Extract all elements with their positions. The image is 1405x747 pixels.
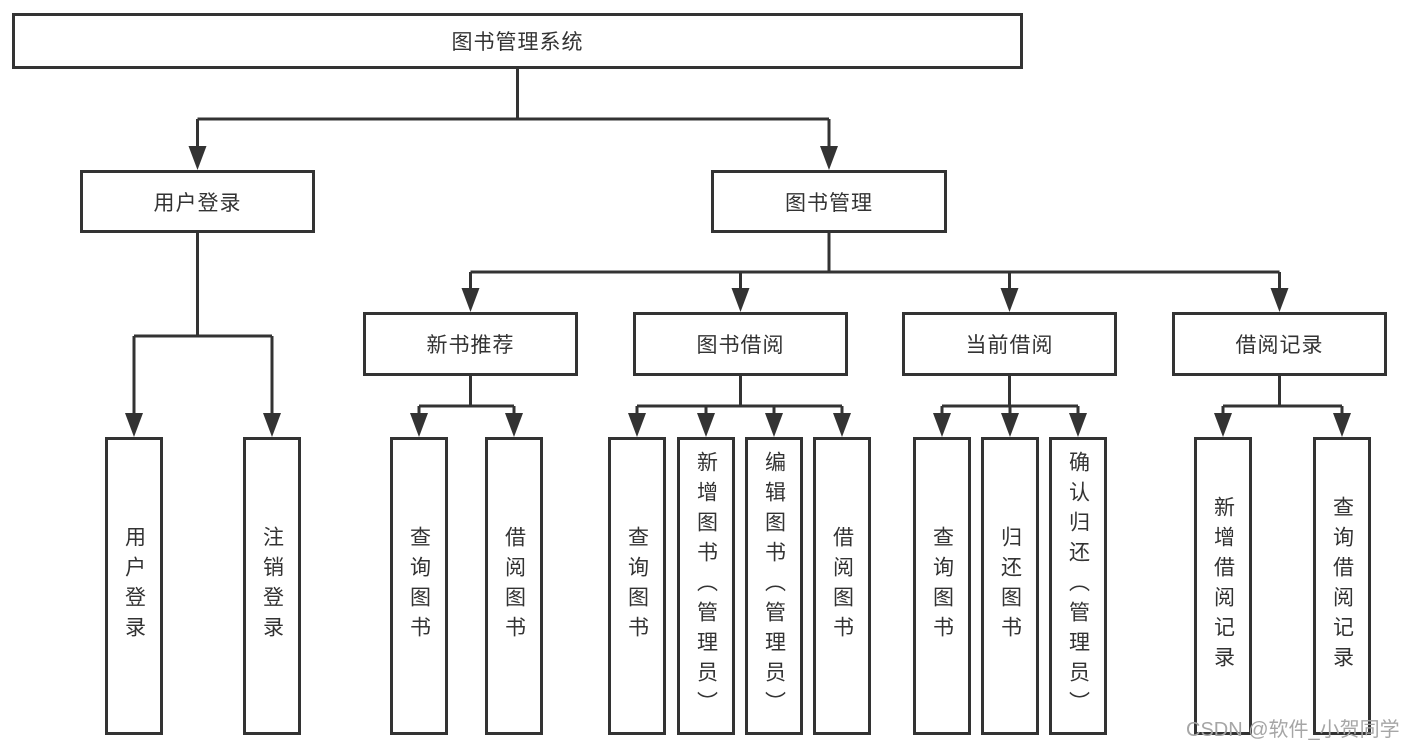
leaf-query-books-borrow: 查询图书 (608, 437, 666, 735)
leaf-add-book-admin-label: 新增图书（管理员） (694, 451, 718, 721)
leaf-query-books-borrow-label: 查询图书 (625, 526, 649, 646)
leaf-user-login-label: 用户登录 (122, 526, 146, 646)
leaf-add-borrow-record: 新增借阅记录 (1194, 437, 1252, 735)
leaf-user-login: 用户登录 (105, 437, 163, 735)
node-borrow-records: 借阅记录 (1172, 312, 1387, 376)
leaf-edit-book-admin-label: 编辑图书（管理员） (762, 451, 786, 721)
leaf-return-book-label: 归还图书 (998, 526, 1022, 646)
node-user-login: 用户登录 (80, 170, 315, 233)
watermark: CSDN @软件_小贺同学 (1186, 719, 1400, 741)
leaf-confirm-return-admin: 确认归还（管理员） (1049, 437, 1107, 735)
leaf-add-book-admin: 新增图书（管理员） (677, 437, 735, 735)
node-new-book-recommend-label: 新书推荐 (426, 334, 515, 357)
leaf-query-books-recommend: 查询图书 (390, 437, 448, 735)
node-user-login-label: 用户登录 (153, 191, 242, 215)
leaf-query-borrow-record: 查询借阅记录 (1313, 437, 1371, 735)
leaf-logout: 注销登录 (243, 437, 301, 735)
leaf-borrow-books: 借阅图书 (813, 437, 871, 735)
node-root-label: 图书管理系统 (451, 31, 584, 54)
leaf-query-books-current: 查询图书 (913, 437, 971, 735)
node-book-management-label: 图书管理 (785, 191, 873, 215)
leaf-edit-book-admin: 编辑图书（管理员） (745, 437, 803, 735)
node-borrow-records-label: 借阅记录 (1235, 334, 1324, 357)
leaf-borrow-books-label: 借阅图书 (830, 526, 854, 646)
node-root: 图书管理系统 (12, 13, 1023, 69)
leaf-return-book: 归还图书 (981, 437, 1039, 735)
leaf-query-books-current-label: 查询图书 (930, 526, 954, 646)
node-current-borrow-label: 当前借阅 (965, 334, 1054, 357)
leaf-borrow-books-recommend-label: 借阅图书 (502, 526, 526, 646)
leaf-query-borrow-record-label: 查询借阅记录 (1330, 496, 1354, 676)
leaf-borrow-books-recommend: 借阅图书 (485, 437, 543, 735)
node-book-borrow: 图书借阅 (633, 312, 848, 376)
node-current-borrow: 当前借阅 (902, 312, 1117, 376)
leaf-add-borrow-record-label: 新增借阅记录 (1211, 496, 1235, 676)
node-new-book-recommend: 新书推荐 (363, 312, 578, 376)
leaf-logout-label: 注销登录 (260, 526, 284, 646)
node-book-borrow-label: 图书借阅 (696, 334, 785, 357)
node-book-management: 图书管理 (711, 170, 947, 233)
leaf-confirm-return-admin-label: 确认归还（管理员） (1066, 451, 1090, 721)
leaf-query-books-recommend-label: 查询图书 (407, 526, 431, 646)
